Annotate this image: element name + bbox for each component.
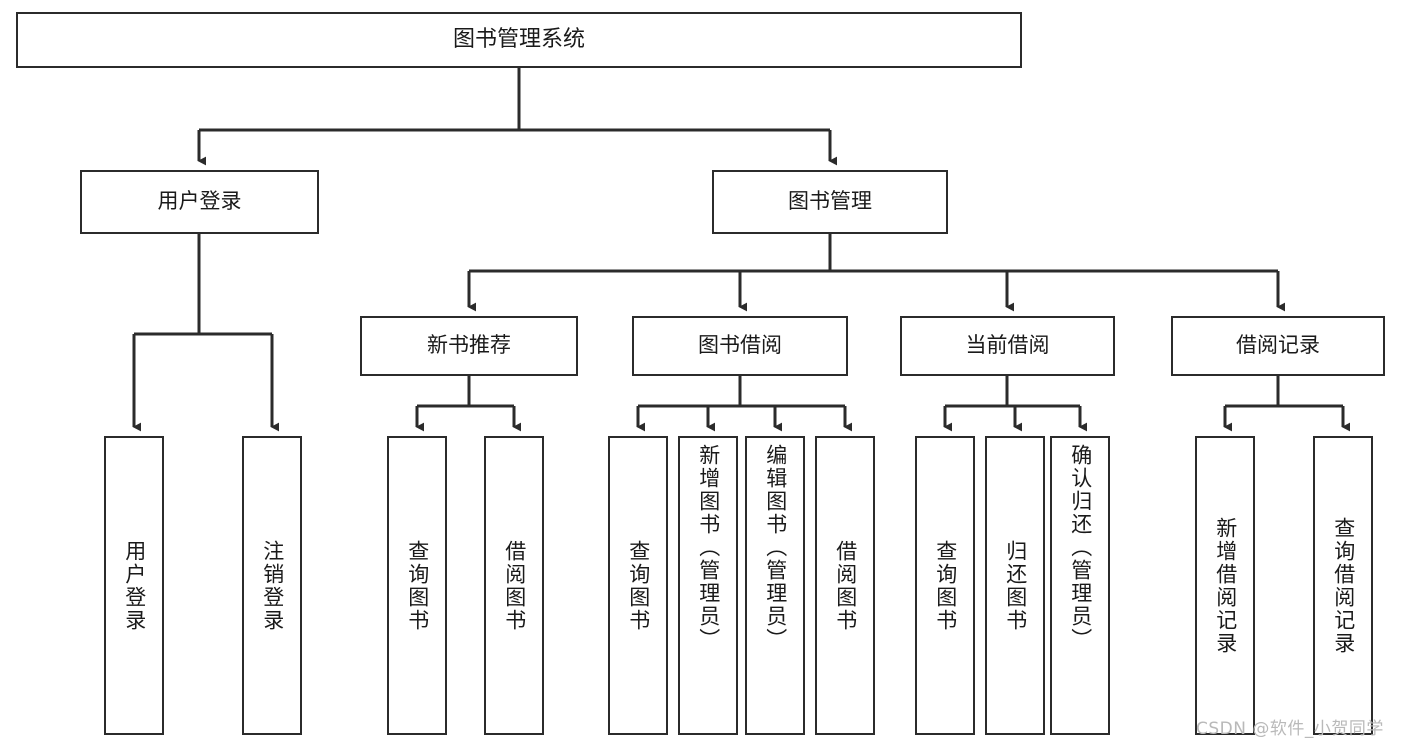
leaf-query-book-recommend[interactable]: 查询图书 — [387, 436, 447, 735]
leaf-borrow-book-recommend[interactable]: 借阅图书 — [484, 436, 544, 735]
leaf-user-login[interactable]: 用户登录 — [104, 436, 164, 735]
node-root-system[interactable]: 图书管理系统 — [16, 12, 1022, 68]
leaf-borrow-book[interactable]: 借阅图书 — [815, 436, 875, 735]
node-borrow-record[interactable]: 借阅记录 — [1171, 316, 1385, 376]
leaf-edit-book-admin[interactable]: 编辑图书（管理员） — [745, 436, 805, 735]
leaf-query-book-borrow[interactable]: 查询图书 — [608, 436, 668, 735]
leaf-add-borrow-record[interactable]: 新增借阅记录 — [1195, 436, 1255, 735]
csdn-watermark: CSDN @软件_小贺同学 — [1196, 719, 1384, 739]
leaf-confirm-return-admin[interactable]: 确认归还（管理员） — [1050, 436, 1110, 735]
node-current-borrow[interactable]: 当前借阅 — [900, 316, 1115, 376]
node-book-management[interactable]: 图书管理 — [712, 170, 948, 234]
leaf-query-book-current[interactable]: 查询图书 — [915, 436, 975, 735]
leaf-return-book[interactable]: 归还图书 — [985, 436, 1045, 735]
leaf-query-borrow-record[interactable]: 查询借阅记录 — [1313, 436, 1373, 735]
leaf-logout-login[interactable]: 注销登录 — [242, 436, 302, 735]
node-user-login[interactable]: 用户登录 — [80, 170, 319, 234]
leaf-add-book-admin[interactable]: 新增图书（管理员） — [678, 436, 738, 735]
node-new-book-recommend[interactable]: 新书推荐 — [360, 316, 578, 376]
node-book-borrow[interactable]: 图书借阅 — [632, 316, 848, 376]
